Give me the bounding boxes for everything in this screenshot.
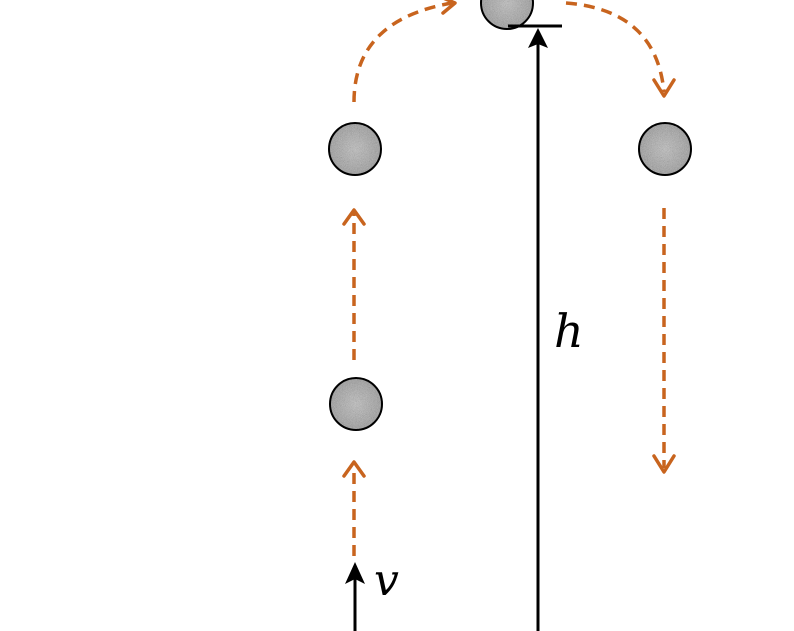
chevron-up-icon: [342, 460, 366, 478]
arrow-up-icon: [345, 562, 365, 584]
arrow-up-icon: [528, 28, 548, 48]
chevron-down-icon: [652, 454, 676, 474]
velocity-arrow: [345, 562, 365, 631]
balls: [328, 0, 692, 431]
chevron-right-icon: [441, 0, 457, 15]
ball-middle-right: [638, 122, 692, 176]
height-label: h: [554, 304, 584, 358]
ball-top: [480, 0, 534, 30]
trajectory-path: [352, 1, 666, 556]
velocity-label: v: [374, 555, 399, 606]
arc-segment-left: [352, 1, 453, 103]
ball-middle-left: [328, 122, 382, 176]
trajectory-arrowheads: [342, 0, 676, 478]
arc-segment-right: [565, 1, 666, 93]
chevron-up-icon: [342, 208, 366, 226]
chevron-down-icon: [652, 78, 676, 98]
height-marker: [508, 24, 562, 631]
ball-lower: [329, 377, 383, 431]
